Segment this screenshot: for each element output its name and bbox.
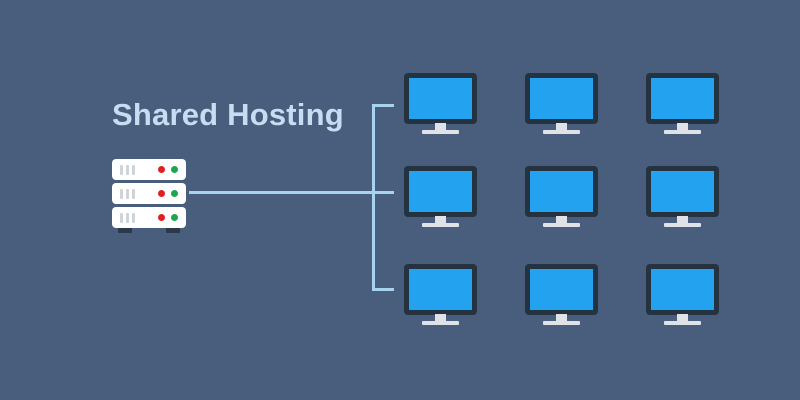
- monitor-stand-base: [422, 130, 459, 134]
- spine-line: [372, 104, 375, 291]
- vent-bar: [132, 165, 135, 175]
- monitor-stand-neck: [435, 314, 446, 322]
- server-foot-right: [166, 228, 180, 233]
- vent-bar: [126, 189, 129, 199]
- client-monitor-9[interactable]: [646, 264, 719, 326]
- status-led-red-icon: [158, 214, 165, 221]
- monitor-screen: [409, 269, 472, 310]
- vent-bar: [120, 189, 123, 199]
- monitor-bezel: [646, 73, 719, 124]
- monitor-stand-neck: [677, 123, 688, 131]
- monitor-bezel: [646, 166, 719, 217]
- monitor-bezel: [525, 264, 598, 315]
- monitor-screen: [530, 171, 593, 212]
- vent-bars-icon: [120, 165, 135, 175]
- client-monitor-5[interactable]: [525, 166, 598, 228]
- monitor-stand-base: [422, 223, 459, 227]
- trunk-line: [189, 191, 375, 194]
- monitor-stand-neck: [556, 216, 567, 224]
- monitor-screen: [409, 78, 472, 119]
- monitor-screen: [651, 171, 714, 212]
- branch-stub-bottom: [372, 288, 394, 291]
- vent-bars-icon: [120, 213, 135, 223]
- vent-bar: [126, 213, 129, 223]
- vent-bars-icon: [120, 189, 135, 199]
- status-led-group: [158, 214, 178, 221]
- monitor-screen: [651, 269, 714, 310]
- monitor-stand-neck: [556, 123, 567, 131]
- monitor-stand-base: [664, 223, 701, 227]
- monitor-stand-neck: [556, 314, 567, 322]
- status-led-green-icon: [171, 214, 178, 221]
- monitor-screen: [409, 171, 472, 212]
- server-unit-3: [112, 207, 186, 228]
- monitor-bezel: [646, 264, 719, 315]
- monitor-screen: [530, 78, 593, 119]
- monitor-stand-base: [422, 321, 459, 325]
- server-unit-2: [112, 183, 186, 204]
- monitor-bezel: [525, 166, 598, 217]
- monitor-stand-neck: [677, 216, 688, 224]
- server-unit-1: [112, 159, 186, 180]
- branch-stub-top: [372, 104, 394, 107]
- monitor-bezel: [404, 166, 477, 217]
- status-led-red-icon: [158, 190, 165, 197]
- page-title: Shared Hosting: [112, 97, 344, 132]
- monitor-stand-base: [664, 130, 701, 134]
- vent-bar: [126, 165, 129, 175]
- vent-bar: [120, 165, 123, 175]
- client-monitor-7[interactable]: [404, 264, 477, 326]
- monitor-stand-neck: [435, 216, 446, 224]
- monitor-bezel: [525, 73, 598, 124]
- client-monitor-3[interactable]: [646, 73, 719, 135]
- status-led-red-icon: [158, 166, 165, 173]
- monitor-stand-neck: [435, 123, 446, 131]
- monitor-bezel: [404, 73, 477, 124]
- vent-bar: [132, 189, 135, 199]
- client-monitor-6[interactable]: [646, 166, 719, 228]
- monitor-bezel: [404, 264, 477, 315]
- client-monitor-1[interactable]: [404, 73, 477, 135]
- monitor-stand-base: [543, 321, 580, 325]
- monitor-stand-base: [543, 223, 580, 227]
- vent-bar: [132, 213, 135, 223]
- monitor-screen: [530, 269, 593, 310]
- client-monitor-8[interactable]: [525, 264, 598, 326]
- monitor-screen: [651, 78, 714, 119]
- monitor-stand-base: [664, 321, 701, 325]
- monitor-stand-neck: [677, 314, 688, 322]
- client-monitor-4[interactable]: [404, 166, 477, 228]
- monitor-stand-base: [543, 130, 580, 134]
- status-led-green-icon: [171, 166, 178, 173]
- server-foot-left: [118, 228, 132, 233]
- status-led-group: [158, 190, 178, 197]
- status-led-group: [158, 166, 178, 173]
- server-stack: [112, 159, 186, 233]
- client-monitor-2[interactable]: [525, 73, 598, 135]
- branch-stub-middle: [372, 191, 394, 194]
- status-led-green-icon: [171, 190, 178, 197]
- vent-bar: [120, 213, 123, 223]
